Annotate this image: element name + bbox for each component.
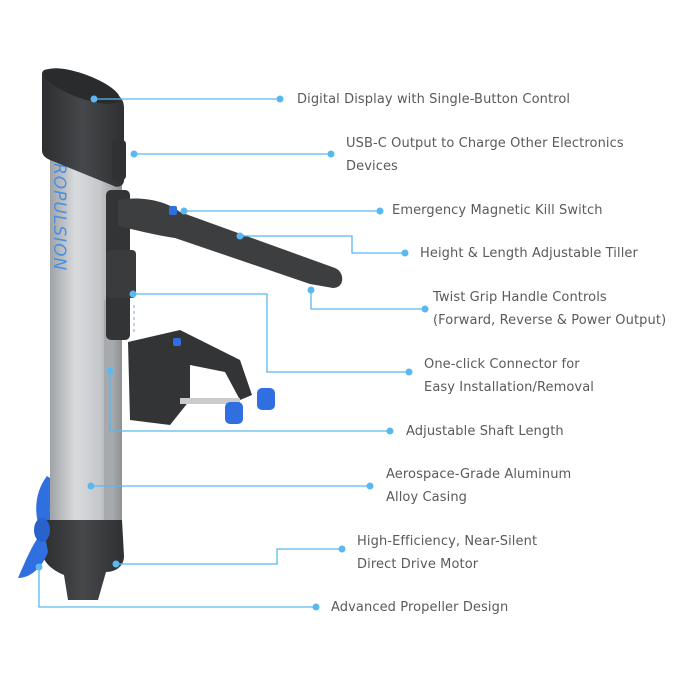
inner-shaft [104, 300, 114, 530]
leader-shaft [109, 371, 390, 432]
label-display: Digital Display with Single-Button Contr… [297, 88, 570, 111]
label-line: High-Efficiency, Near-Silent [357, 534, 538, 549]
label-twist-grip: Twist Grip Handle Controls (Forward, Rev… [433, 286, 666, 332]
label-line: Height & Length Adjustable Tiller [420, 246, 638, 261]
motor-housing [42, 520, 124, 600]
dot-motor-start [112, 560, 120, 568]
dot-kill-end [376, 207, 384, 215]
brand-logo-text: EPROPULSION [49, 140, 69, 271]
label-shaft: Adjustable Shaft Length [406, 420, 564, 443]
dot-casing-start [87, 482, 95, 490]
label-line: Digital Display with Single-Button Contr… [297, 92, 571, 107]
tiller-arm [118, 198, 343, 288]
dot-twist-start [307, 286, 315, 294]
dot-twist-end [421, 305, 429, 313]
leader-twist [310, 290, 425, 310]
dot-casing-end [366, 482, 374, 490]
label-line: Adjustable Shaft Length [406, 424, 564, 439]
callout-dots [35, 95, 429, 611]
callout-lines [38, 98, 425, 608]
leader-connector [133, 293, 409, 373]
label-line: Emergency Magnetic Kill Switch [392, 203, 603, 218]
propeller-lower-blade [18, 530, 48, 578]
dot-shaft-end [386, 427, 394, 435]
label-connector: One-click Connector for Easy Installatio… [424, 353, 594, 399]
leader-motor [116, 548, 342, 565]
label-line: One-click Connector for [424, 357, 580, 372]
usbc-port-cover [112, 140, 126, 180]
dot-shaft-start [106, 367, 114, 375]
label-motor: High-Efficiency, Near-Silent Direct Driv… [357, 530, 537, 576]
label-propeller: Advanced Propeller Design [331, 596, 508, 619]
propeller-hub [34, 518, 50, 542]
dot-connector-end [405, 368, 413, 376]
label-kill-switch: Emergency Magnetic Kill Switch [392, 199, 603, 222]
kill-switch-key [169, 206, 177, 215]
leader-tiller [240, 235, 405, 254]
label-tiller: Height & Length Adjustable Tiller [420, 242, 638, 265]
dot-usbc-start [130, 150, 138, 158]
label-line: Aerospace-Grade Aluminum [386, 467, 572, 482]
dot-kill-start [180, 207, 188, 215]
dot-propeller-end [312, 603, 320, 611]
clamp-knob-2 [257, 388, 275, 410]
label-casing: Aerospace-Grade Aluminum Alloy Casing [386, 463, 571, 509]
dot-display-end [276, 95, 284, 103]
dot-tiller-end [401, 249, 409, 257]
dot-connector-start [129, 290, 137, 298]
dot-usbc-end [327, 150, 335, 158]
label-line: (Forward, Reverse & Power Output) [433, 313, 667, 328]
clamp-knob-1 [225, 402, 243, 424]
dot-tiller-start [236, 232, 244, 240]
dot-display-start [90, 95, 98, 103]
label-line: Devices [346, 159, 398, 174]
label-line: USB-C Output to Charge Other Electronics [346, 136, 624, 151]
label-line: Direct Drive Motor [357, 557, 479, 572]
display-top [44, 68, 120, 104]
label-line: Easy Installation/Removal [424, 380, 594, 395]
label-line: Twist Grip Handle Controls [433, 290, 607, 305]
clamp-bracket [128, 330, 275, 425]
leader-propeller [38, 567, 316, 608]
dot-propeller-start [35, 563, 43, 571]
label-line: Alloy Casing [386, 490, 468, 505]
dot-motor-end [338, 545, 346, 553]
connector-block [106, 250, 136, 298]
label-usbc: USB-C Output to Charge Other Electronics… [346, 132, 624, 178]
label-line: Advanced Propeller Design [331, 600, 509, 615]
